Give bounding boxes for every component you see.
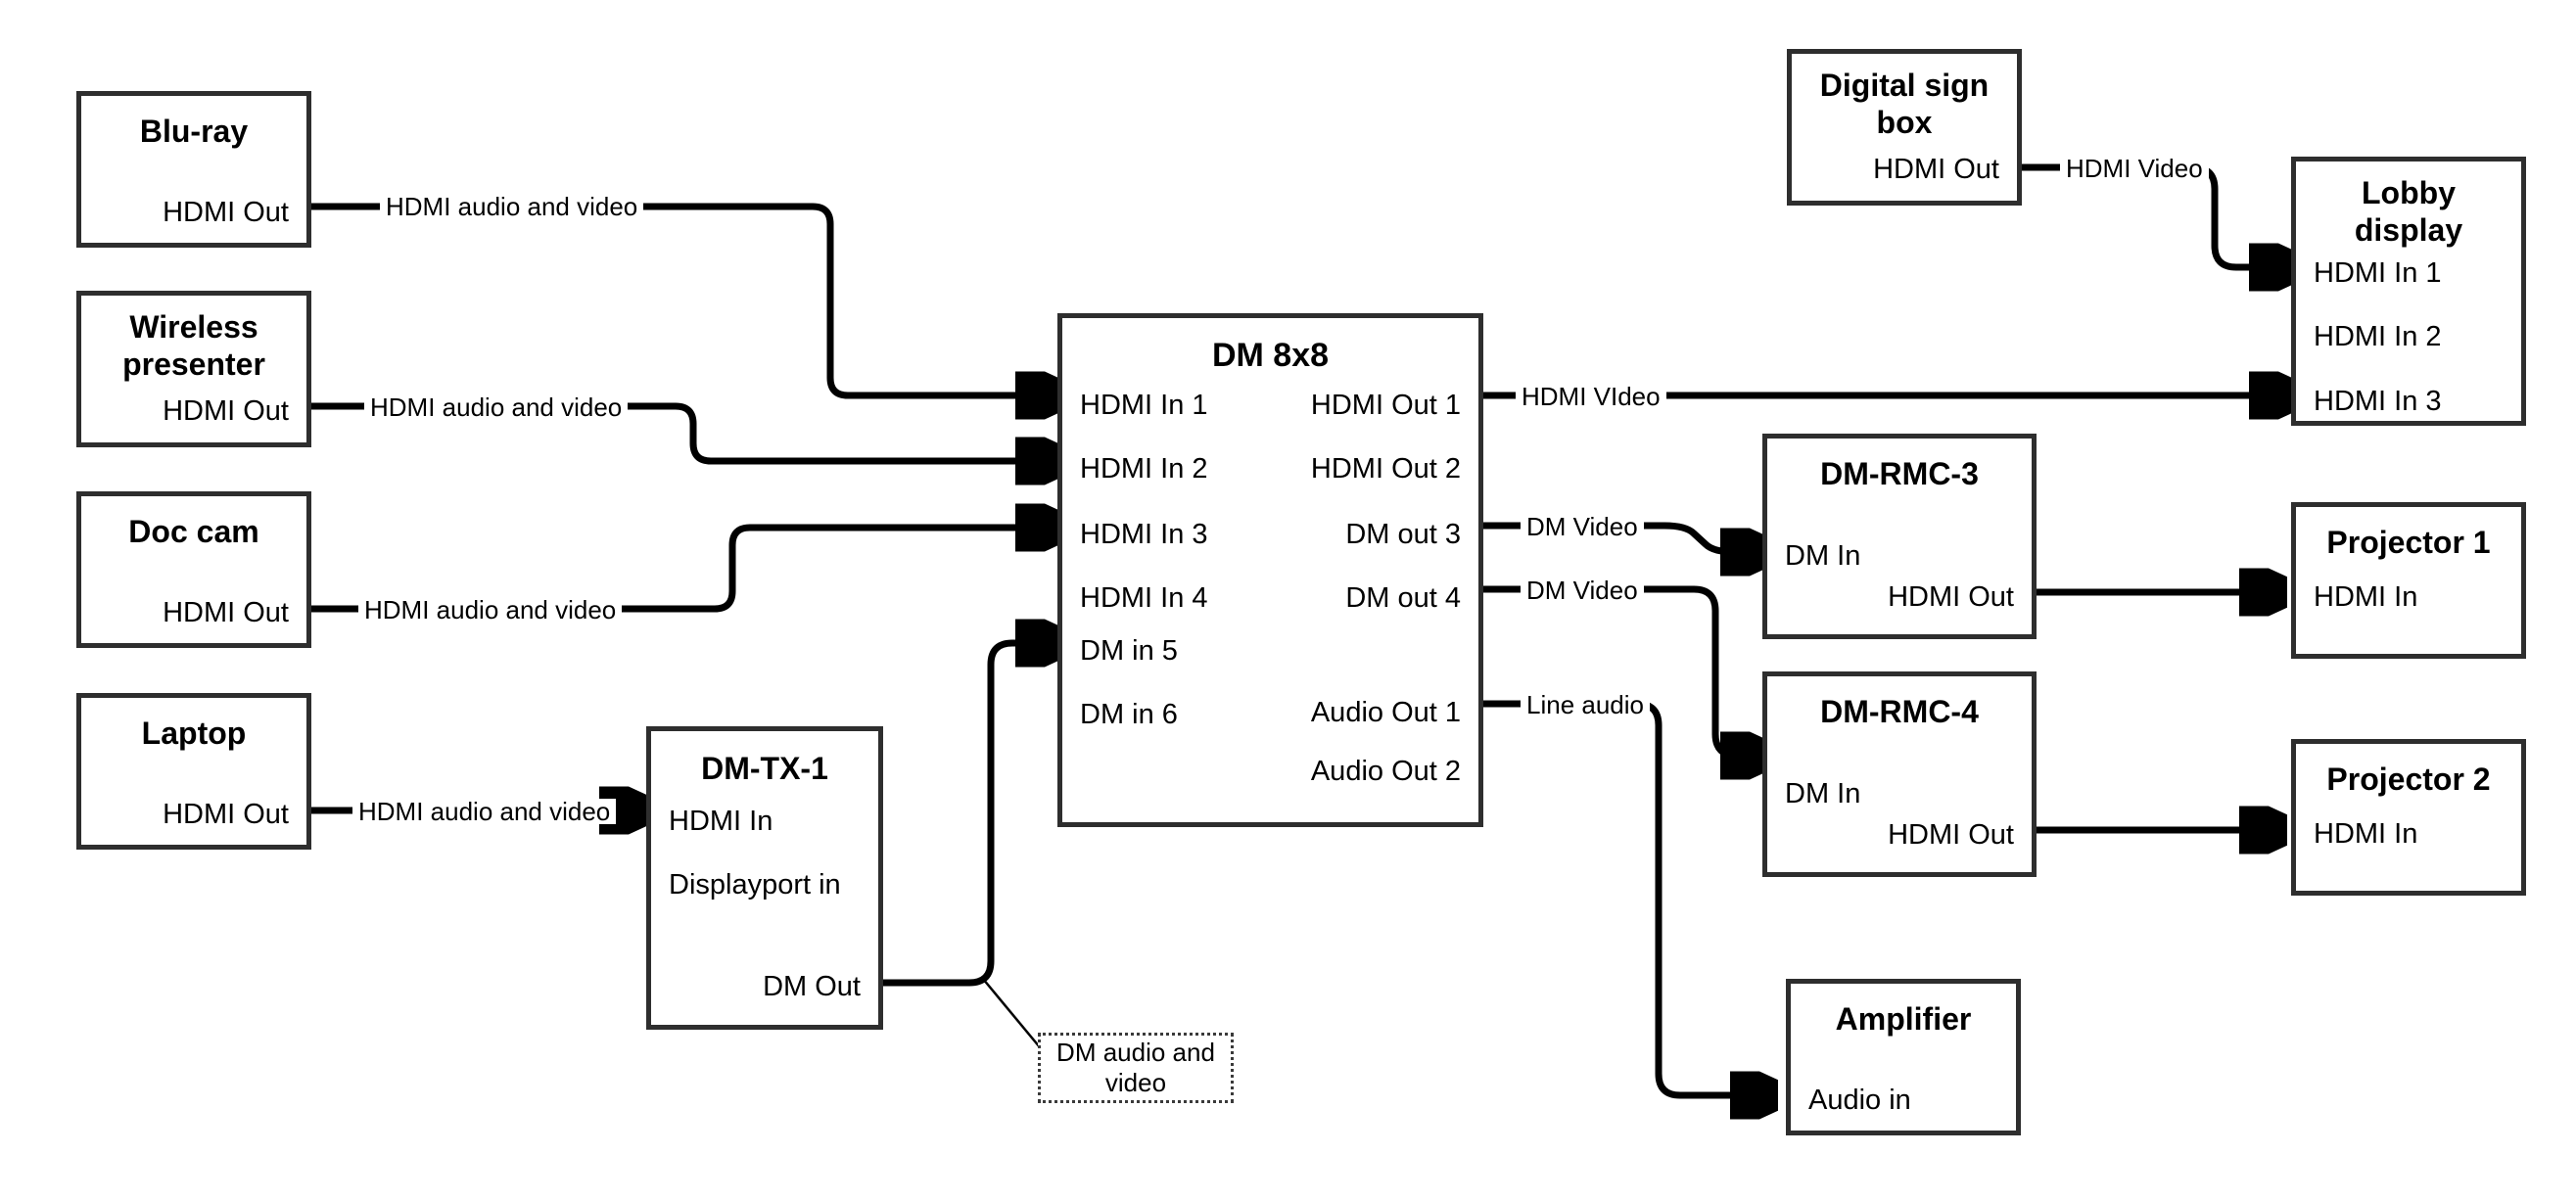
- device-bluray[interactable]: Blu-ray HDMI Out: [76, 91, 311, 248]
- device-dm-8x8-input-hdmi-in-1[interactable]: HDMI In 1: [1080, 390, 1208, 421]
- device-wireless-presenter[interactable]: Wireless presenter HDMI Out: [76, 291, 311, 447]
- device-projector-1[interactable]: Projector 1 HDMI In: [2291, 502, 2526, 659]
- device-wireless-presenter-title: Wireless presenter: [122, 309, 265, 382]
- device-dm-tx-1[interactable]: DM-TX-1 HDMI In Displayport in DM Out: [646, 726, 883, 1030]
- device-dm-8x8-output-audio-out-2[interactable]: Audio Out 2: [1310, 756, 1461, 787]
- wire-label-laptop: HDMI audio and video: [352, 799, 617, 824]
- device-amplifier[interactable]: Amplifier Audio in: [1786, 979, 2021, 1135]
- device-dm-8x8-input-hdmi-in-3[interactable]: HDMI In 3: [1080, 519, 1208, 550]
- device-projector-2-title: Projector 2: [2326, 762, 2491, 797]
- device-digital-sign-box-port-hdmi-out[interactable]: HDMI Out: [1873, 154, 1999, 185]
- device-dm-tx-1-port-dm-out[interactable]: DM Out: [763, 971, 861, 1002]
- device-doc-cam-port-hdmi-out[interactable]: HDMI Out: [163, 597, 289, 628]
- wire-dm8x8-audio1-to-amplifier: [1483, 700, 1772, 1095]
- device-laptop-title: Laptop: [141, 716, 247, 751]
- device-dm-rmc-4[interactable]: DM-RMC-4 DM In HDMI Out: [1762, 671, 2037, 877]
- device-dm-rmc-3-port-dm-in[interactable]: DM In: [1785, 540, 1861, 572]
- device-projector-1-port-hdmi-in[interactable]: HDMI In: [2314, 581, 2418, 613]
- device-lobby-display-input-hdmi-in-1[interactable]: HDMI In 1: [2314, 257, 2442, 289]
- device-dm-8x8-title: DM 8x8: [1211, 337, 1330, 374]
- wire-bluray-to-dm8x8-in1: [311, 203, 1057, 395]
- device-digital-sign-box-title: Digital sign box: [1819, 68, 1990, 140]
- device-dm-rmc-4-title: DM-RMC-4: [1820, 694, 1979, 729]
- device-dm-8x8-output-dm-out-3[interactable]: DM out 3: [1345, 519, 1461, 550]
- leader-line-dm-callout: [982, 978, 1041, 1048]
- device-dm-tx-1-port-hdmi-in[interactable]: HDMI In: [669, 806, 773, 837]
- wire-label-wireless: HDMI audio and video: [364, 394, 629, 420]
- device-dm-8x8-output-audio-out-1[interactable]: Audio Out 1: [1310, 697, 1461, 728]
- wire-label-hdmi-video-out1: HDMI VIdeo: [1516, 384, 1666, 409]
- callout-dm-audio-and-video-text: DM audio and video: [1056, 1037, 1215, 1097]
- wire-label-line-audio: Line audio: [1521, 692, 1650, 717]
- device-dm-8x8-input-dm-in-5[interactable]: DM in 5: [1080, 635, 1178, 667]
- device-dm-8x8-input-dm-in-6[interactable]: DM in 6: [1080, 699, 1178, 730]
- wire-label-dm-video-out3: DM Video: [1521, 514, 1644, 539]
- device-doc-cam-title: Doc cam: [128, 514, 259, 549]
- device-laptop[interactable]: Laptop HDMI Out: [76, 693, 311, 850]
- device-projector-2-port-hdmi-in[interactable]: HDMI In: [2314, 818, 2418, 850]
- device-projector-2[interactable]: Projector 2 HDMI In: [2291, 739, 2526, 896]
- wire-label-dm-video-out4: DM Video: [1521, 577, 1644, 603]
- device-dm-rmc-3[interactable]: DM-RMC-3 DM In HDMI Out: [1762, 434, 2037, 639]
- device-dm-8x8-output-dm-out-4[interactable]: DM out 4: [1345, 582, 1461, 614]
- wire-label-doccam: HDMI audio and video: [358, 597, 623, 623]
- wire-dm8x8-out4-to-dmrmc4: [1483, 585, 1762, 756]
- device-dm-8x8-output-hdmi-out-2[interactable]: HDMI Out 2: [1310, 453, 1461, 485]
- device-dm-rmc-3-title: DM-RMC-3: [1820, 456, 1979, 491]
- device-lobby-display-title: Lobby display: [2354, 175, 2463, 248]
- device-dm-8x8-input-hdmi-in-2[interactable]: HDMI In 2: [1080, 453, 1208, 485]
- device-dm-rmc-4-port-hdmi-out[interactable]: HDMI Out: [1888, 819, 2014, 851]
- wire-label-digitalsign: HDMI Video: [2060, 156, 2209, 181]
- device-lobby-display-input-hdmi-in-2[interactable]: HDMI In 2: [2314, 321, 2442, 352]
- device-amplifier-title: Amplifier: [1835, 1001, 1972, 1037]
- device-dm-rmc-4-port-dm-in[interactable]: DM In: [1785, 778, 1861, 809]
- device-bluray-title: Blu-ray: [139, 114, 249, 149]
- device-lobby-display-input-hdmi-in-3[interactable]: HDMI In 3: [2314, 386, 2442, 417]
- device-wireless-presenter-port-hdmi-out[interactable]: HDMI Out: [163, 395, 289, 427]
- device-dm-8x8[interactable]: DM 8x8 HDMI In 1 HDMI In 2 HDMI In 3 HDM…: [1057, 313, 1483, 827]
- device-digital-sign-box[interactable]: Digital sign box HDMI Out: [1787, 49, 2022, 206]
- device-bluray-port-hdmi-out[interactable]: HDMI Out: [163, 197, 289, 228]
- device-dm-tx-1-port-displayport-in[interactable]: Displayport in: [669, 869, 841, 901]
- device-projector-1-title: Projector 1: [2326, 525, 2491, 560]
- callout-dm-audio-and-video: DM audio and video: [1038, 1033, 1234, 1103]
- wire-label-bluray: HDMI audio and video: [380, 194, 644, 219]
- wire-doccam-to-dm8x8-in3: [311, 528, 1057, 613]
- wire-dm8x8-out3-to-dmrmc3: [1483, 522, 1762, 552]
- device-amplifier-port-audio-in[interactable]: Audio in: [1808, 1085, 1911, 1116]
- device-doc-cam[interactable]: Doc cam HDMI Out: [76, 491, 311, 648]
- device-dm-tx-1-title: DM-TX-1: [701, 751, 828, 786]
- wire-wireless-to-dm8x8-in2: [311, 402, 1057, 461]
- wire-dmtx1-to-dm8x8-in5: [883, 643, 1057, 987]
- device-lobby-display[interactable]: Lobby display HDMI In 1 HDMI In 2 HDMI I…: [2291, 157, 2526, 426]
- device-dm-8x8-output-hdmi-out-1[interactable]: HDMI Out 1: [1310, 390, 1461, 421]
- device-dm-rmc-3-port-hdmi-out[interactable]: HDMI Out: [1888, 581, 2014, 613]
- device-dm-8x8-input-hdmi-in-4[interactable]: HDMI In 4: [1080, 582, 1208, 614]
- device-laptop-port-hdmi-out[interactable]: HDMI Out: [163, 799, 289, 830]
